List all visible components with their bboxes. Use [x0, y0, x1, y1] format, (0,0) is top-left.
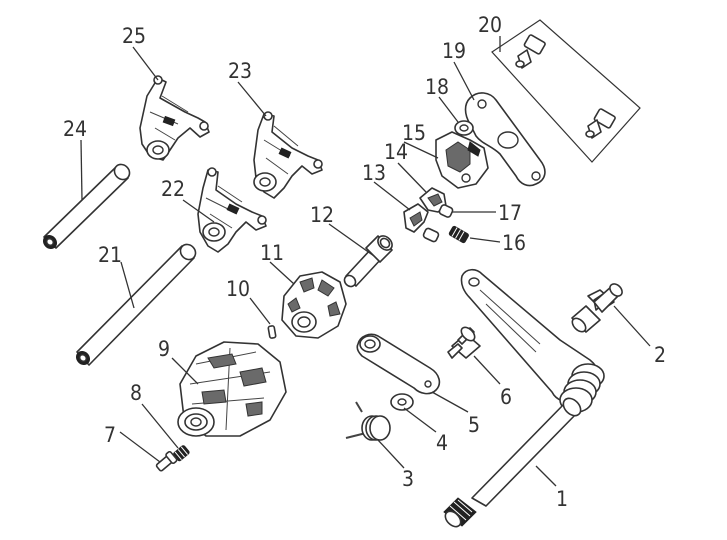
part-8-set-screw — [173, 445, 190, 462]
part-7-bolt — [155, 450, 178, 472]
label-7: 7 — [104, 423, 116, 447]
part-11-gear-segment — [281, 271, 347, 339]
part-2-bolt — [571, 283, 623, 333]
part-4-washer — [390, 393, 414, 411]
label-2: 2 — [654, 343, 666, 367]
label-15: 15 — [402, 121, 426, 145]
label-10: 10 — [226, 277, 250, 301]
part-9-shift-drum — [177, 341, 287, 437]
label-25: 25 — [122, 24, 146, 48]
part-10-dowel-pin — [267, 325, 277, 339]
label-9: 9 — [158, 337, 170, 361]
part-15-shift-cam — [435, 131, 489, 189]
part-23-shift-fork — [253, 111, 323, 199]
label-11: 11 — [260, 241, 284, 265]
part-18-washer — [454, 120, 474, 136]
part-labels: 25 23 24 22 21 20 19 18 15 14 13 17 16 1… — [63, 13, 666, 511]
label-19: 19 — [442, 39, 466, 63]
label-1: 1 — [556, 487, 568, 511]
label-16: 16 — [502, 231, 526, 255]
part-25-shift-fork — [139, 75, 210, 161]
part-24-shaft-sleeve — [42, 163, 131, 250]
label-14: 14 — [384, 140, 408, 164]
leader-lines — [80, 36, 651, 487]
label-20: 20 — [478, 13, 502, 37]
label-24: 24 — [63, 117, 87, 141]
part-21-fork-rod — [75, 243, 197, 366]
part-5-shift-arm — [356, 333, 441, 395]
part-20-bolt-set — [491, 19, 641, 163]
part-1-shift-shaft — [443, 268, 605, 528]
label-21: 21 — [98, 243, 122, 267]
part-6-bolt — [447, 326, 481, 359]
label-3: 3 — [402, 467, 414, 491]
label-23: 23 — [228, 59, 252, 83]
label-6: 6 — [500, 385, 512, 409]
part-17-pin — [438, 204, 454, 218]
label-18: 18 — [425, 75, 449, 99]
part-12-drum-shaft — [343, 235, 393, 288]
label-8: 8 — [130, 381, 142, 405]
label-4: 4 — [436, 431, 448, 455]
label-13: 13 — [362, 161, 386, 185]
label-22: 22 — [161, 177, 185, 201]
part-22-shift-fork — [197, 167, 267, 253]
part-13-ratchet-pawl — [403, 203, 429, 233]
part-3-return-spring — [345, 401, 391, 441]
label-12: 12 — [310, 203, 334, 227]
part-16-pin-and-spring — [422, 225, 469, 244]
label-17: 17 — [498, 201, 522, 225]
label-5: 5 — [468, 413, 480, 437]
